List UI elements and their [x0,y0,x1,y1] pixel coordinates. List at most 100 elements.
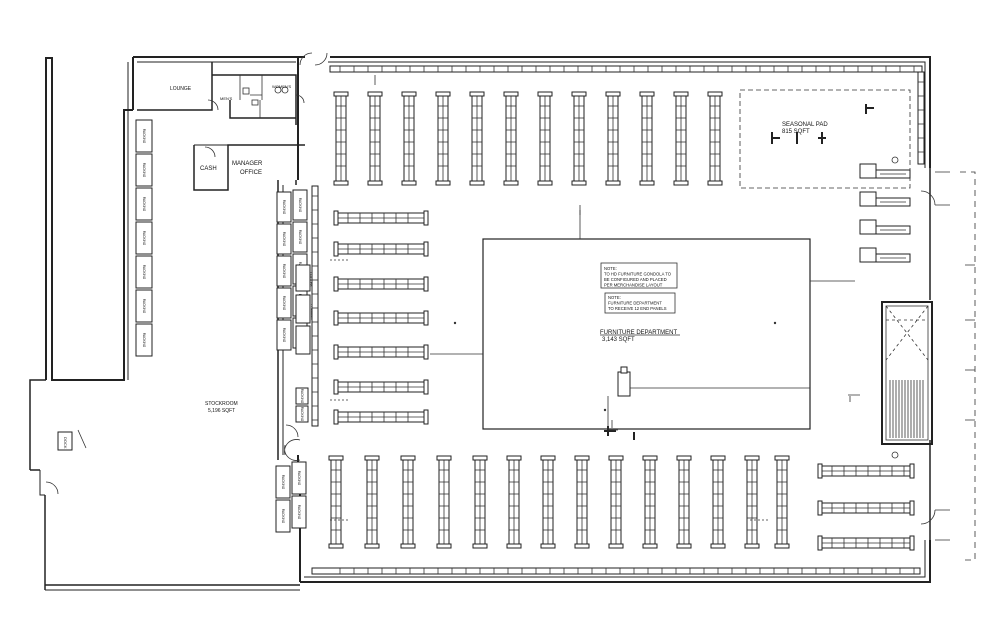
racking-label: RACKING [142,333,146,348]
room-label-lounge: LOUNGE [170,86,192,92]
gondola [333,310,429,326]
furniture-department: FURNITURE DEPARTMENT 3,143 SQFT [430,210,855,440]
note-line: NOTE: [608,295,621,300]
note-line: BE CONFIGURED AND PLACED [604,277,667,282]
cooler-label: COOLER [309,272,313,287]
racking-bay: RACKING [291,461,307,495]
gondola-rows-top [333,91,723,186]
note-line: FURNITURE DEPARTMENT [608,301,662,306]
racking-label: RACKING [142,231,146,246]
gondola [435,91,451,186]
gondola [571,91,587,186]
room-label-stockroom: STOCKROOM [205,401,238,407]
gondola-rows-middle [333,210,429,425]
gondola [506,455,522,549]
seasonal-pad: SEASONAL PAD 815 SQFT [739,89,911,189]
checkout-lanes [859,163,911,263]
racking-label: RACKING [298,198,302,213]
racking-bay: RACKING [135,289,153,323]
racking-bay: RACKING [276,191,292,223]
racking-label: RACKING [300,389,304,404]
checkout-lane [859,219,911,235]
annotation-marks [330,75,899,521]
racking-label: RACKING [282,200,286,215]
gondola [436,455,452,549]
gondola-rows-right [817,463,915,551]
racking-label: RACKING [297,471,301,486]
racking-label: RACKING [281,475,285,490]
racking-label: RACKING [282,296,286,311]
racking-label: RACKING [281,509,285,524]
note-line: PER MERCHANDISE LAYOUT [604,283,663,288]
note-line: TO RECEIVE 12 END PANELS [608,306,667,311]
racking-bay: RACKING [276,223,292,255]
racking-label: RACKING [300,407,304,422]
gondola [639,91,655,186]
gondola [333,210,429,226]
racking-bay: RACKING [135,153,153,187]
gondola [333,276,429,292]
gondola [333,91,349,186]
gondola [817,463,915,479]
gondola [608,455,624,549]
stockroom-racking-bottom: RACKING RACKING RACKING RACKING RACKING RACKI… [275,387,309,533]
racking-bay: RACKING [135,187,153,221]
racking-bay: RACKING [276,255,292,287]
racking-bay: RACKING [291,495,307,529]
racking-label: RACKING [142,265,146,280]
racking-bay: RACKING [135,221,153,255]
racking-label: RACKING [142,197,146,212]
note-line: NOTE: [604,266,617,271]
dock-equipment [57,431,73,451]
gondola [472,455,488,549]
room-label-office: OFFICE [240,170,262,176]
gondola [817,535,915,551]
gondola [673,91,689,186]
gondola-rows-bottom [328,455,790,549]
racking-label: RACKING [142,299,146,314]
gondola [774,455,790,549]
front-entrance [881,190,936,525]
gondola [817,500,915,516]
room-label-manager: MANAGER [232,161,263,167]
checkout-lane [859,247,911,263]
building-walls [29,56,976,591]
racking-bay: RACKING [135,255,153,289]
racking-label: RACKING [282,328,286,343]
racking-bay: RACKING [275,465,291,499]
gondola [328,455,344,549]
gondola [707,91,723,186]
gondola [333,409,429,425]
racking-bay: RACKING [292,221,308,253]
gondola [400,455,416,549]
checkout-lane [859,191,911,207]
gondola [333,241,429,257]
room-area-stockroom: 5,196 SQFT [208,408,235,414]
gondola [364,455,380,549]
checkout-lane [859,163,911,179]
room-label-dock: DOCK [63,437,68,449]
furniture-department-label: FURNITURE DEPARTMENT [600,330,677,336]
entrance-mat-lines [889,380,924,438]
gondola [469,91,485,186]
racking-bay: RACKING [276,287,292,319]
racking-bay: RACKING [295,405,309,423]
gondola [605,91,621,186]
racking-label: RACKING [298,230,302,245]
room-label-cash: CASH [200,166,217,172]
gondola [574,455,590,549]
stockroom-racking-left: RACKING RACKING RACKING RACKING RACKING RACKI… [135,119,153,357]
racking-label: RACKING [142,129,146,144]
gondola [503,91,519,186]
racking-label: RACKING [282,232,286,247]
racking-bay: RACKING [276,319,292,351]
seasonal-pad-area: 815 SQFT [782,129,810,135]
gondola [333,344,429,360]
racking-bay: RACKING [135,119,153,153]
gondola [676,455,692,549]
racking-bay: RACKING [275,499,291,533]
racking-label: RACKING [142,163,146,178]
